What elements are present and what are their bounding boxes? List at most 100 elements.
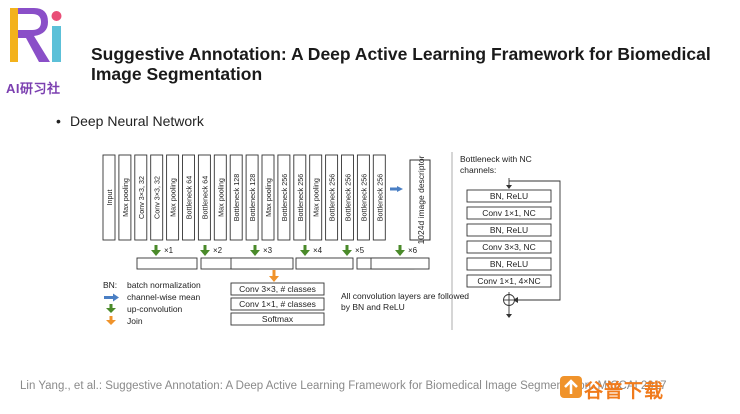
bottleneck-block-label: BN, ReLU (490, 259, 528, 269)
upconv-arrow (300, 250, 310, 256)
bullet-item: •Deep Neural Network (56, 113, 204, 129)
layer-label: Bottleneck 64 (200, 176, 209, 220)
upconv-arrow (200, 250, 210, 256)
head-label: Conv 3×3, # classes (239, 284, 316, 294)
upconv-row: ×1×2×3×4×5×6 (136, 245, 430, 270)
head-label: Conv 1×1, # classes (239, 299, 316, 309)
bottleneck-block (466, 189, 552, 203)
upconv-arrow (342, 250, 352, 256)
upconv-label: ×6 (408, 246, 418, 255)
bottleneck-block (466, 274, 552, 288)
join-arrow (269, 270, 279, 282)
layer-box (261, 154, 275, 241)
layer-label: Bottleneck 256 (328, 174, 337, 222)
layer-box (182, 154, 195, 241)
up-convolution-legend-arrow (106, 308, 116, 313)
bottleneck-block-label: BN, ReLU (490, 191, 528, 201)
descriptor-label: 1024d image descriptor (416, 155, 426, 244)
descriptor-block: 1024d image descriptor (390, 155, 431, 244)
upconv-arrow (151, 250, 161, 256)
layer-label: Bottleneck 256 (344, 174, 353, 222)
head-box (230, 312, 325, 326)
bottleneck-input-arrow (506, 185, 512, 189)
upconv-arrow-shaft (398, 245, 402, 251)
upconv-arrow-shaft (203, 245, 207, 251)
legend-text: up-convolution (127, 304, 183, 314)
bullet-text: Deep Neural Network (70, 113, 204, 129)
skip-connection (509, 180, 561, 301)
layer-label: Conv 3×3, 32 (137, 176, 146, 219)
upconv-label: ×1 (164, 246, 174, 255)
upconv-box (295, 257, 354, 270)
head-box (230, 282, 325, 296)
channel-mean-arrow-shaft (390, 187, 398, 191)
layer-label: Max pooling (169, 178, 178, 217)
layer-box (356, 154, 370, 241)
logo-text: AI研习社 (6, 81, 61, 96)
legend-text: channel-wise mean (127, 292, 201, 302)
upconv-arrow-shaft (303, 245, 307, 251)
layer-box (229, 154, 243, 241)
upconv-arrow (395, 250, 405, 256)
skip-arrow (513, 297, 518, 303)
descriptor-box (409, 159, 431, 241)
layer-stack: Input Max pooling Conv 3×3, 32 Conv 3×3, 32… (102, 154, 386, 241)
join-arrow-head (269, 276, 279, 282)
output-arrow (506, 314, 512, 318)
layer-label: Max pooling (216, 178, 225, 217)
slide-title: Suggestive Annotation: A Deep Active Lea… (91, 44, 711, 84)
upconv-arrow-shaft (253, 245, 257, 251)
bottleneck-block-label: BN, ReLU (490, 225, 528, 235)
ai-yanxishe-logo (10, 8, 62, 62)
bottleneck-title-line-2: channels: (460, 165, 496, 175)
layer-label: Conv 3×3, 32 (153, 176, 162, 219)
layer-box (341, 154, 354, 241)
bottleneck-title-line-1: Bottleneck with NC (460, 154, 532, 164)
citation-footer: Lin Yang., et al.: Suggestive Annotation… (20, 380, 667, 392)
legend-text: batch normalization (127, 280, 201, 290)
layer-label: Bottleneck 256 (296, 174, 305, 222)
upconv-arrow-shaft (154, 245, 158, 251)
bottleneck-block (466, 223, 552, 237)
layer-label: Max pooling (264, 178, 273, 217)
layer-box (197, 154, 211, 241)
upconv-box (370, 257, 430, 270)
channel-mean-legend-shaft (104, 296, 113, 299)
layer-box (309, 154, 323, 241)
bottleneck-block (466, 257, 552, 271)
join-legend-shaft (109, 316, 113, 321)
upconv-arrow (250, 250, 260, 256)
network-diagram: Input Max pooling Conv 3×3, 32 Conv 3×3, 32… (102, 152, 561, 330)
layer-box (277, 154, 291, 241)
layer-label: Bottleneck 64 (185, 176, 194, 220)
layer-box (245, 154, 259, 241)
layer-label: Bottleneck 128 (248, 174, 257, 222)
layer-box (118, 154, 132, 241)
layer-box (213, 154, 227, 241)
layer-label: Input (105, 190, 114, 206)
layer-box (372, 154, 386, 241)
legend-text: Join (127, 316, 143, 326)
layer-box (134, 154, 148, 241)
channel-mean-legend-arrow (113, 293, 119, 302)
watermark-text: 谷普下载 (584, 381, 665, 402)
upconv-arrow-shaft (345, 245, 349, 251)
layer-box (293, 154, 307, 241)
layer-box (150, 154, 164, 241)
layer-label: Max pooling (121, 178, 130, 217)
layer-label: Bottleneck 128 (232, 174, 241, 222)
watermark-badge (560, 376, 582, 398)
note-line-2: by BN and ReLU (341, 302, 405, 312)
layer-label: Bottleneck 256 (359, 174, 368, 222)
layer-box (325, 154, 339, 241)
bottleneck-block-label: Conv 3×3, NC (482, 242, 536, 252)
join-legend-arrow (106, 320, 116, 325)
bottleneck-block (466, 206, 552, 220)
upconv-label: ×2 (213, 246, 223, 255)
layer-box (102, 154, 116, 241)
upconv-label: ×3 (263, 246, 273, 255)
note-line-1: All convolution layers are followed (341, 291, 469, 301)
